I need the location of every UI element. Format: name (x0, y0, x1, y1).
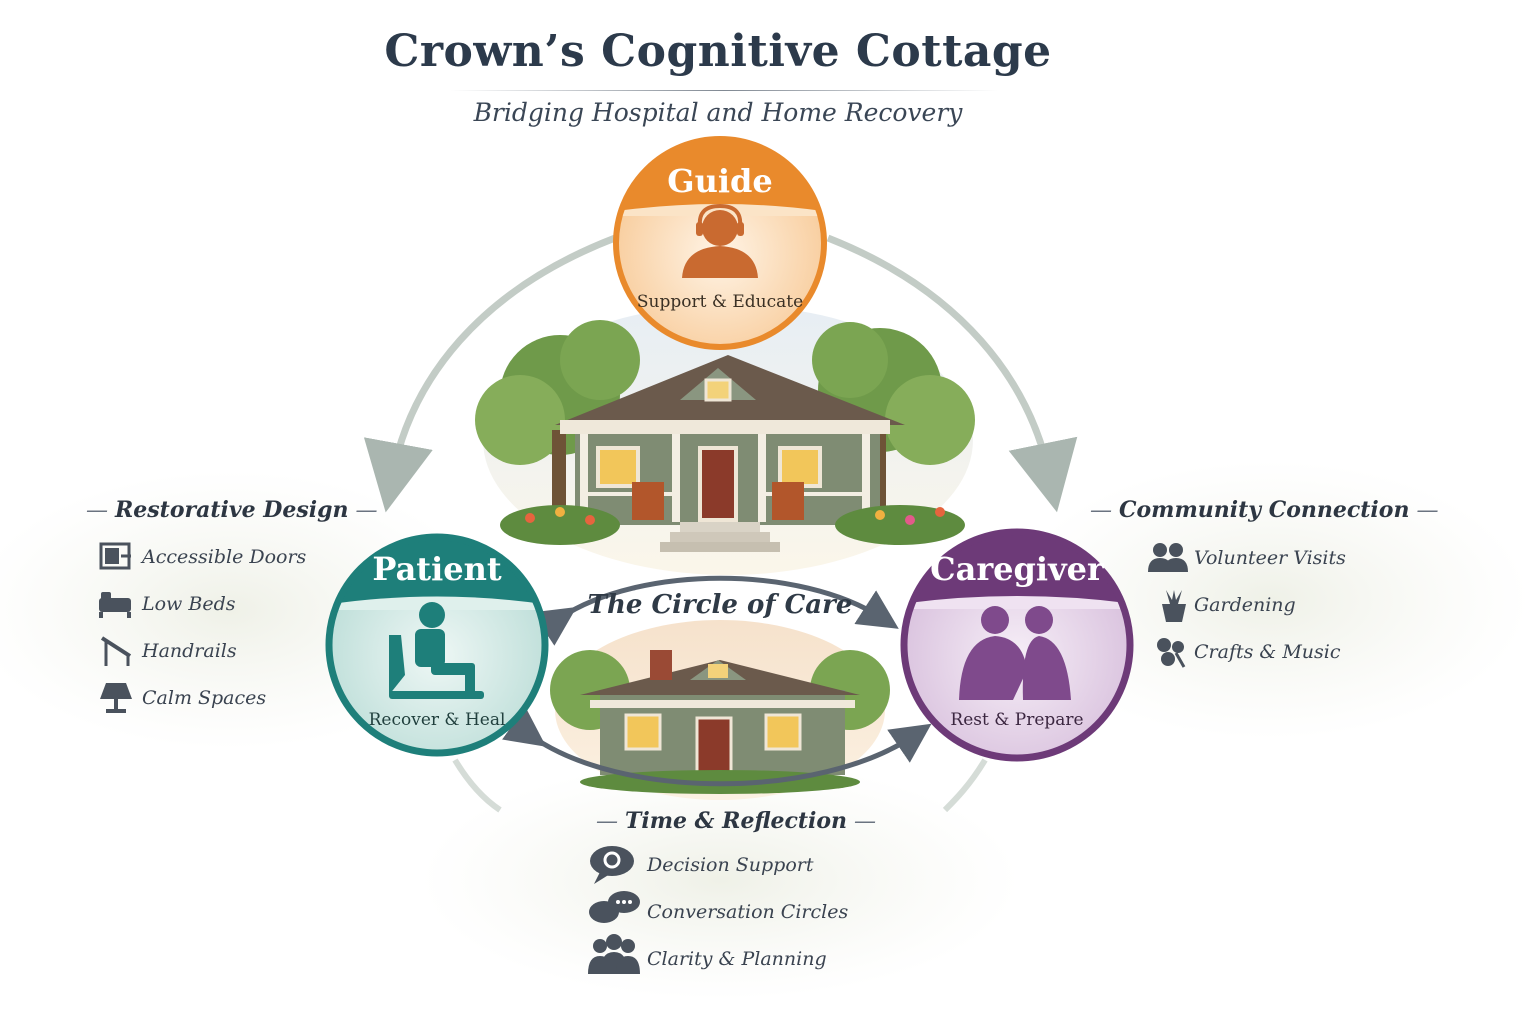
list-item: Decision Support (647, 853, 814, 876)
people-icon (1148, 543, 1188, 572)
list-item: Crafts & Music (1194, 640, 1341, 663)
community-connection-heading: — Community Connection — (1090, 497, 1439, 523)
patient-caption: Recover & Heal (368, 710, 506, 730)
restorative-design-list: Accessible Doors Low Beds Handrails Calm… (142, 533, 306, 721)
patient-title: Patient (372, 550, 502, 588)
time-reflection-heading: — Time & Reflection — (596, 808, 877, 834)
list-item: Calm Spaces (142, 686, 267, 709)
list-item: Volunteer Visits (1194, 546, 1346, 569)
care-arrow-lower (502, 707, 932, 787)
restorative-design-heading: — Restorative Design — (86, 497, 378, 523)
right-wash (1010, 460, 1530, 740)
plant-icon (1162, 590, 1186, 622)
seated-person-icon (389, 602, 484, 699)
lamp-icon (100, 683, 132, 713)
crafts-icon (1157, 638, 1186, 668)
list-item: Low Beds (142, 592, 236, 615)
list-item: Gardening (1194, 593, 1296, 616)
caregiver-caption: Rest & Prepare (950, 710, 1084, 730)
page-title: Crown’s Cognitive Cottage (384, 26, 1052, 77)
list-item: Clarity & Planning (647, 947, 827, 970)
circle-of-care-label: The Circle of Care (587, 590, 853, 620)
page-subtitle: Bridging Hospital and Home Recovery (473, 98, 963, 127)
speech-bubble-icon (590, 846, 634, 884)
list-item: Accessible Doors (142, 545, 307, 568)
list-item: Conversation Circles (647, 900, 849, 923)
guide-title: Guide (667, 162, 773, 200)
guide-caption: Support & Educate (636, 292, 804, 312)
list-item: Handrails (142, 639, 237, 662)
arc-left (363, 234, 617, 513)
caregiver-title: Caregiver (930, 550, 1104, 588)
bottom-wash (420, 760, 1020, 1000)
bed-icon (99, 592, 131, 618)
community-connection-list: Volunteer Visits Gardening Crafts & Musi… (1194, 534, 1346, 675)
cottage-illustration-upper (475, 305, 975, 575)
title-divider (450, 90, 998, 91)
group-icon (588, 934, 640, 974)
time-reflection-list: Decision Support Conversation Circles Cl… (647, 841, 848, 982)
guide-person-icon (682, 203, 758, 278)
caregiver-pair-icon (959, 606, 1071, 700)
cottage-illustration-lower (550, 620, 890, 800)
chat-bubbles-icon (589, 891, 640, 923)
arc-right (826, 234, 1078, 513)
handrail-icon (100, 636, 132, 666)
door-icon (99, 542, 131, 570)
care-arrow-upper (532, 575, 899, 646)
arc-bottom-left (452, 758, 502, 813)
caregiver-node (900, 528, 1134, 762)
arc-bottom-right (942, 758, 988, 813)
